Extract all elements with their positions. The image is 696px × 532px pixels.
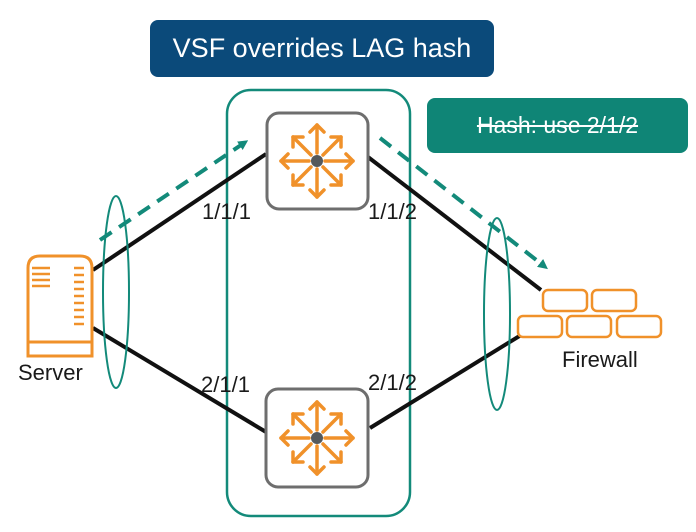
firewall-label: Firewall [562,347,638,372]
server-label: Server [18,360,83,385]
traffic-path-switch-to-firewall [378,136,548,270]
link-switch-top-to-firewall [366,155,543,292]
firewall-icon [516,288,663,339]
hash-text: Hash: use 2/1/2 [476,112,639,138]
port-label-top-left: 1/1/1 [202,199,251,224]
vsf-stack-enclosure [225,88,412,518]
vsf-overrides-text: VSF overrides LAG hash [172,33,472,63]
vsf-overrides-banner: VSF overrides LAG hash [150,20,494,77]
link-server-to-switch-bottom [91,326,268,434]
switch-icon [279,400,355,476]
link-server-to-switch-top [91,152,268,272]
switch-top [265,111,370,211]
lag-ellipse-server [102,195,130,389]
switch-icon [279,123,355,199]
link-switch-bottom-to-firewall [368,330,528,430]
hash-banner: Hash: use 2/1/2 [427,98,688,153]
port-label-top-right: 1/1/2 [368,199,417,224]
traffic-path-server-to-switch [98,140,249,242]
port-label-bottom-right: 2/1/2 [368,370,417,395]
switch-bottom [264,387,370,489]
server-icon [26,254,94,358]
port-label-bottom-left: 2/1/1 [201,372,250,397]
lag-ellipse-firewall [483,217,511,411]
